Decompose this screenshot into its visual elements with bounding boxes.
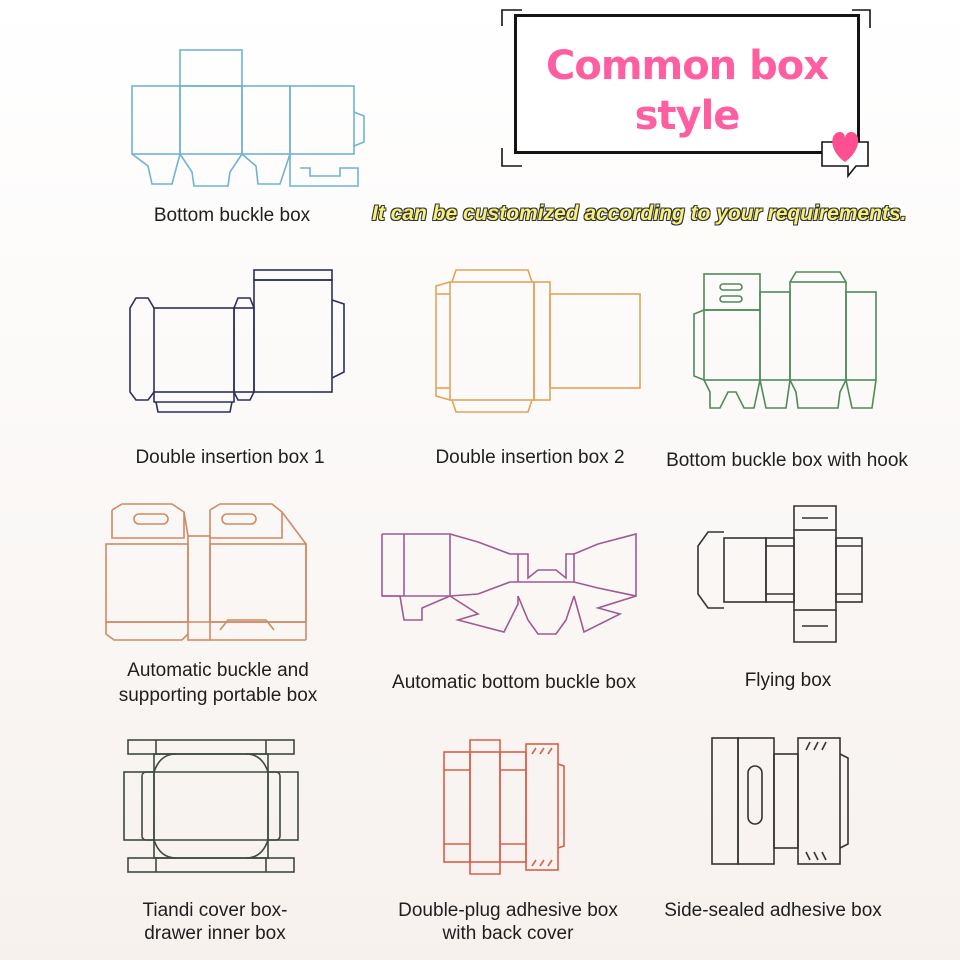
bottom-buckle-box-diagram (131, 49, 365, 187)
double-insertion-box-1-label: Double insertion box 1 (135, 447, 325, 468)
flying-box-diagram (697, 505, 863, 643)
automatic-portable-box-label-2: supporting portable box (118, 685, 318, 706)
tiandi-cover-box-label-1: Tiandi cover box- (142, 900, 288, 921)
bottom-buckle-box-label: Bottom buckle box (153, 205, 311, 226)
double-insertion-box-1-diagram (129, 269, 345, 413)
double-insertion-box-2-label: Double insertion box 2 (435, 447, 625, 468)
double-plug-adhesive-box-label-1: Double-plug adhesive box (398, 900, 618, 921)
double-insertion-box-2-diagram (435, 269, 641, 413)
heart-speech-bubble-icon (821, 132, 869, 179)
automatic-bottom-buckle-box-diagram (381, 532, 637, 635)
side-sealed-adhesive-box-label: Side-sealed adhesive box (664, 900, 882, 921)
tiandi-cover-box-label-2: drawer inner box (144, 923, 286, 944)
automatic-bottom-buckle-box-label: Automatic bottom buckle box (392, 672, 636, 693)
side-sealed-adhesive-box-diagram (711, 737, 849, 865)
tiandi-cover-box-diagram (123, 739, 299, 873)
double-plug-adhesive-box-label-2: with back cover (442, 923, 574, 944)
bottom-buckle-box-with-hook-label: Bottom buckle box with hook (666, 450, 908, 471)
flying-box-label: Flying box (744, 670, 832, 691)
subtitle: It can be customized according to your r… (372, 202, 907, 225)
bottom-buckle-box-with-hook-diagram (693, 271, 877, 409)
automatic-portable-box-label-1: Automatic buckle and (127, 660, 309, 681)
automatic-portable-box-diagram (105, 503, 307, 641)
double-plug-adhesive-box-diagram (443, 739, 565, 875)
